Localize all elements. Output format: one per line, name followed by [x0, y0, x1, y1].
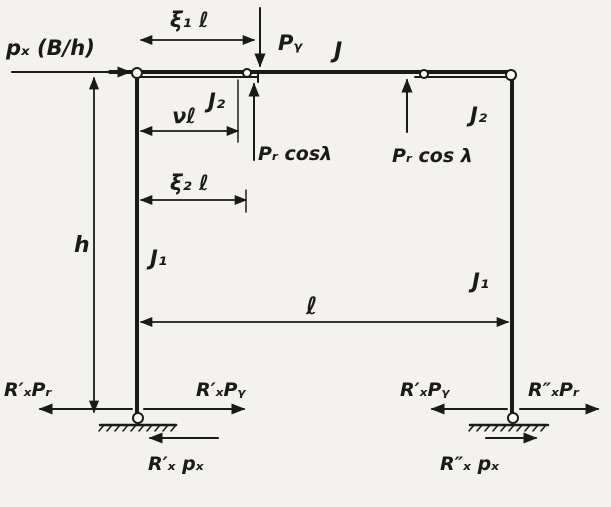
label-pr-cos-right: Pᵣ cos λ — [392, 145, 473, 167]
ground-left — [98, 423, 178, 432]
hinge-girder-left — [242, 68, 252, 78]
ground-right — [468, 423, 550, 432]
label-xi2-l: ξ₂ ℓ — [170, 171, 209, 195]
label-j2-left: J₂ — [204, 89, 226, 113]
label-rxpy-left: R′ₓPᵧ — [196, 379, 246, 401]
frame-structure — [98, 67, 550, 432]
hinge-top-left — [131, 67, 143, 79]
label-px-bh: pₓ (B/h) — [5, 36, 95, 60]
label-j2-right: J₂ — [466, 103, 488, 127]
label-span-l: ℓ — [305, 292, 317, 320]
label-rxpy-right: R′ₓPᵧ — [400, 379, 450, 401]
label-j1-right: J₁ — [468, 269, 489, 293]
hinge-top-right — [505, 69, 517, 81]
label-nu-l: νℓ — [172, 104, 196, 128]
dimensions — [88, 34, 510, 414]
label-xi1-l: ξ₁ ℓ — [170, 8, 209, 32]
label-h: h — [74, 233, 90, 258]
label-py-top: Pᵧ — [278, 31, 303, 55]
label-rxpr-left: R′ₓPᵣ — [4, 379, 52, 401]
label-pr-cos-left: Pᵣ cosλ — [258, 143, 332, 165]
support-hinge-left — [132, 412, 144, 424]
label-j-beam: J — [330, 39, 342, 64]
label-rxpx: R′ₓ pₓ — [148, 453, 205, 475]
label-rx2px: R″ₓ pₓ — [440, 453, 500, 475]
label-j1-left: J₁ — [146, 246, 167, 270]
reactions — [38, 403, 600, 444]
support-hinge-right — [507, 412, 519, 424]
loads — [11, 7, 413, 161]
labels: pₓ (B/h) ξ₁ ℓ Pᵧ J J₂ J₂ νℓ Pᵣ cosλ Pᵣ c… — [4, 8, 580, 475]
label-rx2pr-right: R″ₓPᵣ — [528, 379, 580, 401]
hinge-girder-right — [419, 69, 429, 79]
